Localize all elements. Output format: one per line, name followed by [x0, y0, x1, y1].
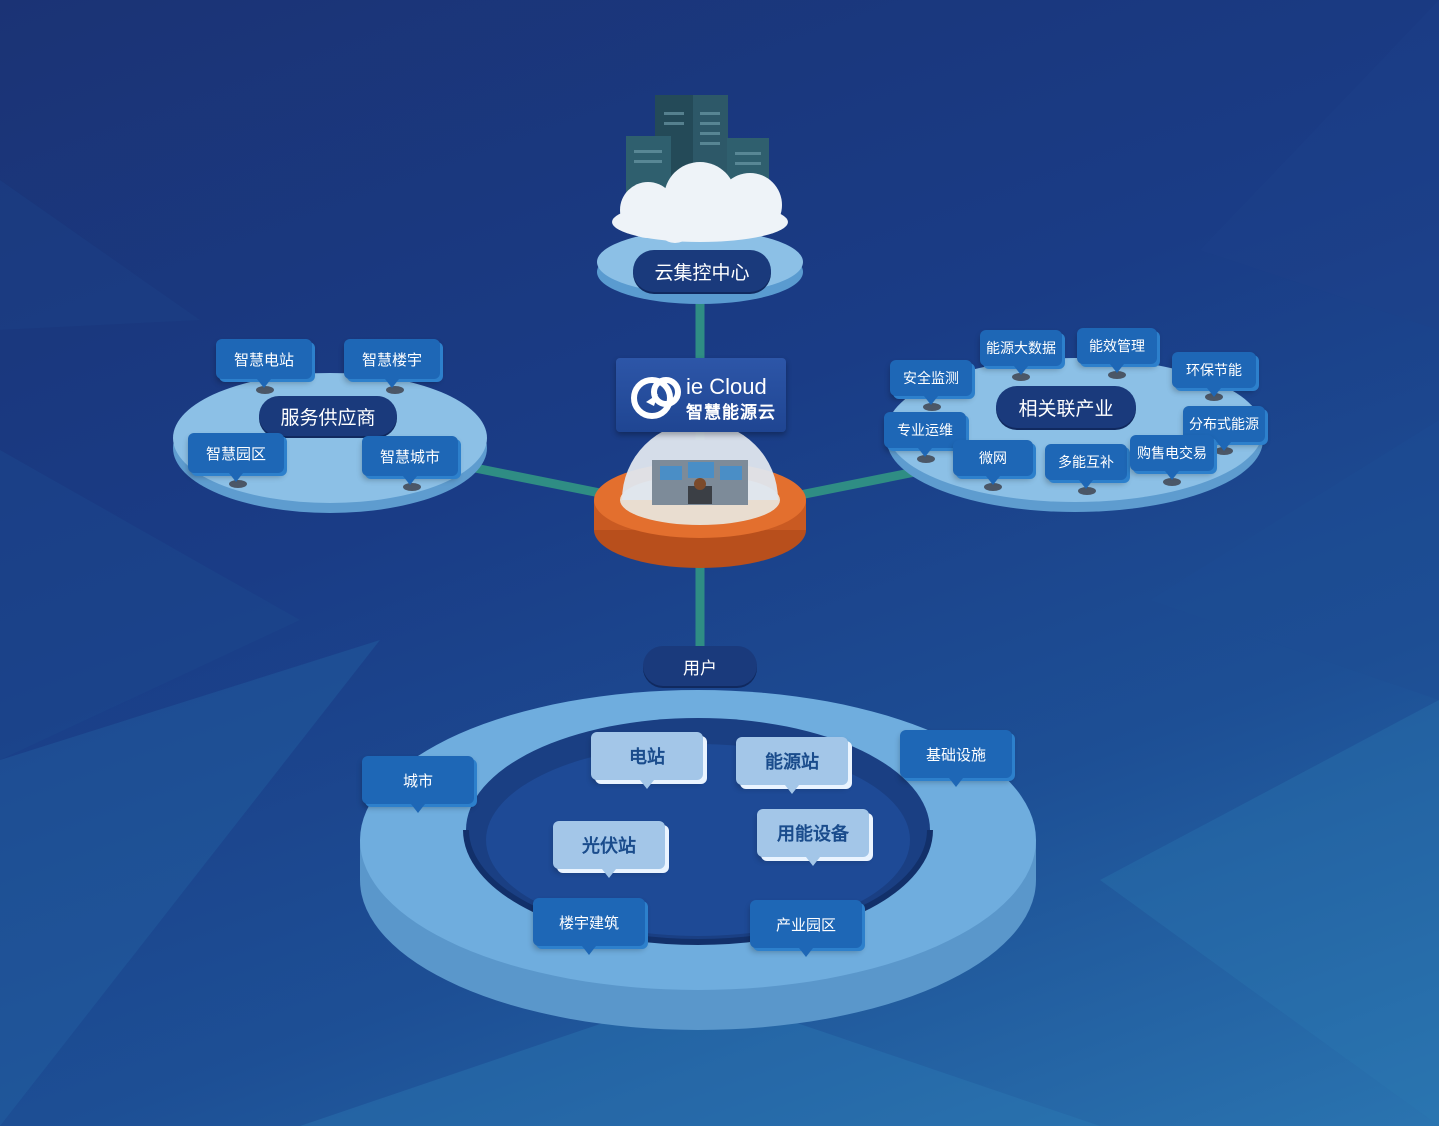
- tag-environmental-energy-saving: 环保节能: [1172, 352, 1256, 397]
- tag-energy-efficiency: 能效管理: [1077, 328, 1157, 373]
- tag-pv-station: 光伏站: [553, 821, 665, 878]
- tag-multi-energy: 多能互补: [1045, 444, 1127, 489]
- brand-subtitle: 智慧能源云: [686, 403, 776, 423]
- tag-smart-building: 智慧楼宇: [344, 339, 440, 388]
- tag-power-trading: 购售电交易: [1130, 435, 1214, 480]
- tag-power-station: 电站: [591, 732, 703, 789]
- tag-smart-park: 智慧园区: [188, 433, 284, 482]
- ie-cloud-logo: ie Cloud 智慧能源云: [616, 358, 786, 432]
- tag-industrial-park: 产业园区: [750, 900, 862, 957]
- control-room-dome-icon: [594, 422, 806, 568]
- ie-cloud-logo-icon: [631, 377, 681, 419]
- related-industry-label: 相关联产业: [996, 386, 1136, 428]
- tag-infrastructure: 基础设施: [900, 730, 1012, 787]
- tag-energy-big-data: 能源大数据: [980, 330, 1062, 375]
- tag-pins: [229, 371, 1233, 495]
- users-platform: [360, 690, 1036, 1030]
- service-provider-label: 服务供应商: [259, 396, 397, 436]
- brand-name: ie Cloud: [686, 374, 767, 399]
- tag-safety-monitoring: 安全监测: [890, 360, 972, 405]
- tag-professional-om: 专业运维: [884, 412, 966, 457]
- tag-microgrid: 微网: [953, 440, 1033, 485]
- cloud-center-label: 云集控中心: [633, 250, 771, 292]
- tag-city: 城市: [362, 756, 474, 813]
- tag-smart-power-station: 智慧电站: [216, 339, 312, 388]
- tag-energy-equipment: 用能设备: [757, 809, 869, 866]
- users-label: 用户: [643, 646, 757, 686]
- tag-smart-city: 智慧城市: [362, 436, 458, 485]
- tag-energy-station: 能源站: [736, 737, 848, 794]
- tag-building-construction: 楼宇建筑: [533, 898, 645, 955]
- cloud-icon: [612, 162, 788, 243]
